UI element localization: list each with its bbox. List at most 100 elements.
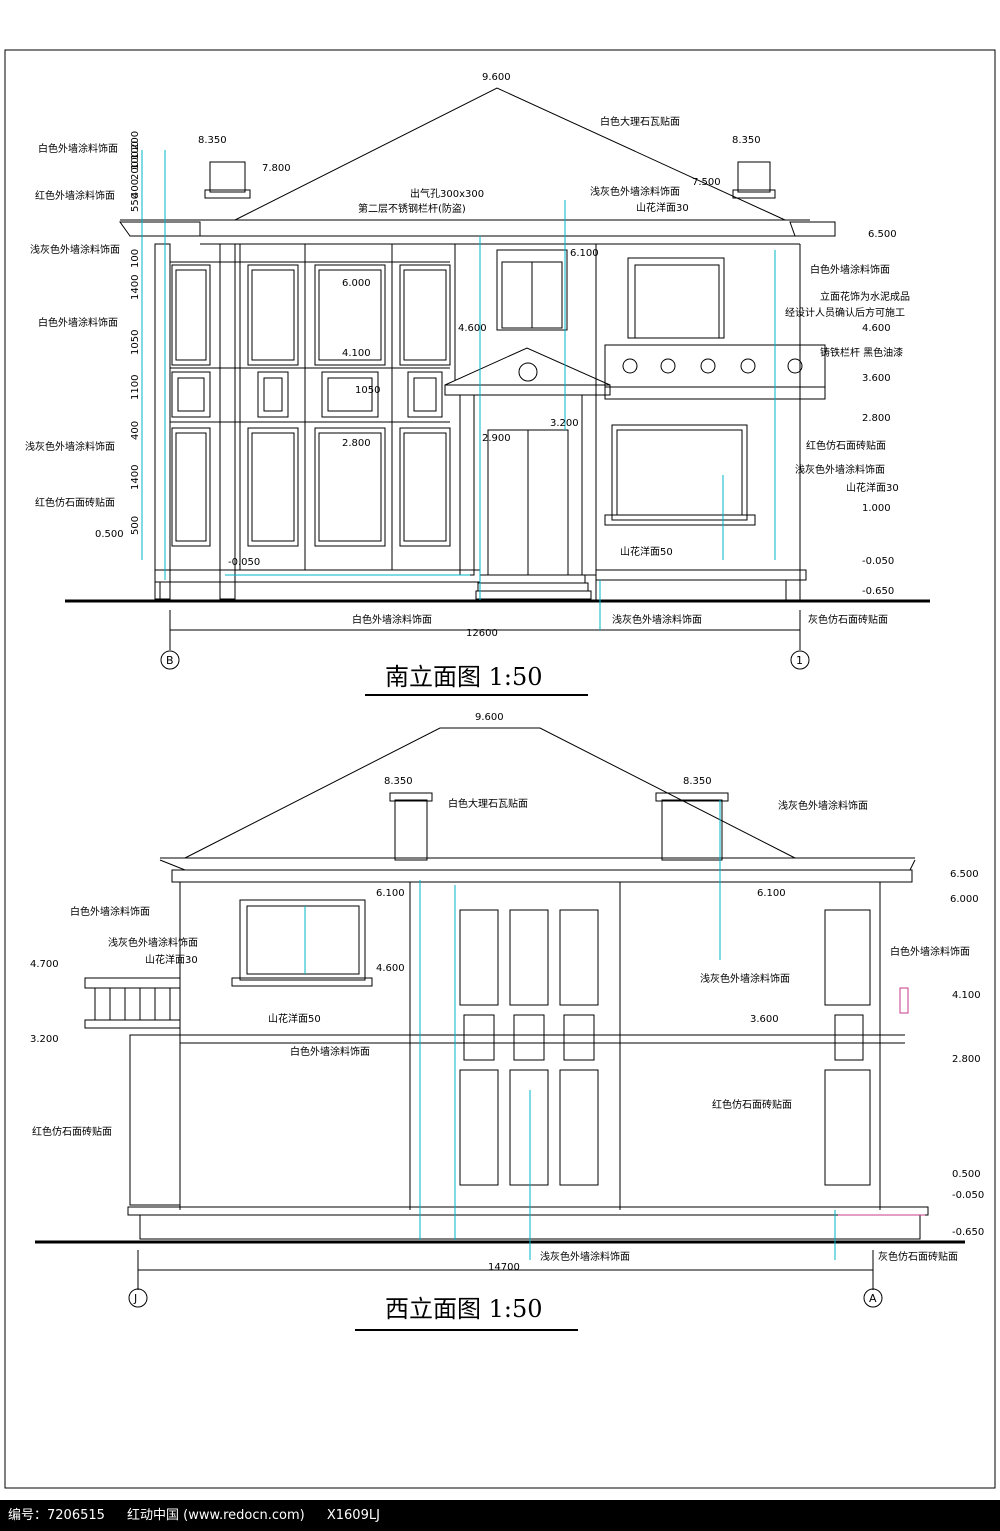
west-labels: 白色大理石瓦贴面 浅灰色外墙涂料饰面 白色外墙涂料饰面 浅灰色外墙涂料饰面 山花… (32, 797, 970, 1263)
level: 2.900 (482, 433, 511, 444)
west-elevation-title: 西立面图 1:50 (385, 1295, 543, 1323)
west-elevation (35, 727, 965, 1331)
footer-id: 编号：7206515 (8, 1508, 105, 1523)
level: -0.650 (862, 586, 894, 597)
west-dimension-lines (304, 800, 836, 1260)
level: 4.600 (862, 323, 891, 334)
level: 1.000 (862, 503, 891, 514)
label: 山花洋面50 (620, 545, 673, 558)
level: 4.600 (458, 323, 487, 334)
drawing-sheet: 白色外墙涂料饰面 红色外墙涂料饰面 浅灰色外墙涂料饰面 白色外墙涂料饰面 浅灰色… (4, 49, 996, 1489)
level: 6.100 (376, 888, 405, 899)
ridge-level: 9.600 (482, 72, 511, 83)
label: 出气孔300x300 (410, 187, 484, 200)
south-right-labels: 白色大理石瓦贴面 浅灰色外墙涂料饰面 山花洋面30 白色外墙涂料饰面 立面花饰为… (590, 115, 910, 494)
label: 白色大理石瓦贴面 (600, 115, 680, 128)
label: 红色仿石面砖贴面 (32, 1125, 112, 1138)
level: 0.500 (95, 529, 124, 540)
footer-code: X1609LJ (326, 1508, 380, 1523)
level: 3.600 (862, 373, 891, 384)
level: 3.600 (750, 1014, 779, 1025)
level: 4.100 (342, 348, 371, 359)
west-levels: 9.600 8.350 8.350 6.500 6.000 4.100 2.80… (30, 712, 984, 1323)
west-accent (838, 987, 925, 1216)
axis-label: A (869, 1292, 877, 1305)
level: 3.200 (550, 418, 579, 429)
vertical-dimension: 200 (130, 161, 141, 180)
level: 2.800 (862, 413, 891, 424)
level: 2.800 (952, 1054, 981, 1065)
label: 白色外墙涂料饰面 (38, 142, 118, 155)
axis-label: B (166, 654, 174, 667)
south-elevation-title: 南立面图 1:50 (385, 663, 543, 691)
total-dimension: 12600 (466, 628, 498, 639)
level: 4.600 (376, 963, 405, 974)
level: 4.100 (952, 990, 981, 1001)
level: -0.050 (952, 1190, 984, 1201)
level: 6.100 (570, 248, 599, 259)
south-mid-labels: 出气孔300x300 第二层不锈钢栏杆(防盗) 6.000 4.100 2.80… (95, 187, 673, 568)
vertical-dimension: 1100 (130, 375, 141, 400)
footer-bar: 编号：7206515 红动中国 (www.redocn.com) X1609LJ (0, 1500, 1000, 1531)
vertical-dimension: 400 (130, 179, 141, 198)
vertical-dimension: 100 (130, 141, 141, 160)
label: 山花洋面30 (846, 481, 899, 494)
level: 0.500 (952, 1169, 981, 1180)
level: 2.800 (342, 438, 371, 449)
vertical-dimension: 100 (130, 151, 141, 170)
label: 白色外墙涂料饰面 (352, 613, 432, 626)
label: 浅灰色外墙涂料饰面 (25, 440, 115, 453)
label: 山花洋面30 (145, 953, 198, 966)
south-elevation (65, 87, 930, 696)
label: 浅灰色外墙涂料饰面 (590, 185, 680, 198)
vertical-dimension: 1050 (130, 330, 141, 355)
label: 铸铁栏杆 黑色油漆 (820, 346, 903, 359)
label: 浅灰色外墙涂料饰面 (612, 613, 702, 626)
label: 第二层不锈钢栏杆(防盗) (358, 202, 466, 215)
chimney-level: 8.350 (384, 776, 413, 787)
label: 白色大理石瓦贴面 (448, 797, 528, 810)
label: 浅灰色外墙涂料饰面 (30, 243, 120, 256)
south-dimension-lines (141, 150, 776, 630)
chimney-level: 8.350 (683, 776, 712, 787)
label: 红色仿石面砖贴面 (806, 439, 886, 452)
label: 白色外墙涂料饰面 (290, 1045, 370, 1058)
label: 浅灰色外墙涂料饰面 (108, 936, 198, 949)
label: 浅灰色外墙涂料饰面 (795, 463, 885, 476)
level: 6.000 (950, 894, 979, 905)
label: 白色外墙涂料饰面 (70, 905, 150, 918)
label: 灰色仿石面砖贴面 (808, 613, 888, 626)
label: 红色仿石面砖贴面 (35, 496, 115, 509)
level: -0.050 (228, 557, 260, 568)
level: 6.100 (757, 888, 786, 899)
level: 6.500 (950, 869, 979, 880)
label: 白色外墙涂料饰面 (890, 945, 970, 958)
vertical-dimension: 1400 (130, 275, 141, 300)
label: 红色外墙涂料饰面 (35, 189, 115, 202)
label: 浅灰色外墙涂料饰面 (700, 972, 790, 985)
label: 红色仿石面砖贴面 (712, 1098, 792, 1111)
vertical-dimension: 550 (130, 193, 141, 212)
level: -0.650 (952, 1227, 984, 1238)
total-dimension: 14700 (488, 1262, 520, 1273)
eave-level: 7.500 (692, 177, 721, 188)
label: 灰色仿石面砖贴面 (878, 1250, 958, 1263)
eave-level: 7.800 (262, 163, 291, 174)
axis-label: 1 (796, 654, 803, 667)
chimney-level: 8.350 (732, 135, 761, 146)
label: 经设计人员确认后方可施工 (785, 306, 905, 319)
dimension: 1050 (355, 385, 380, 396)
level: 6.000 (342, 278, 371, 289)
south-left-labels: 白色外墙涂料饰面 红色外墙涂料饰面 浅灰色外墙涂料饰面 白色外墙涂料饰面 浅灰色… (25, 142, 120, 509)
label: 浅灰色外墙涂料饰面 (540, 1250, 630, 1263)
vertical-dimension: 100 (130, 249, 141, 268)
label: 立面花饰为水泥成品 (820, 290, 910, 303)
level: -0.050 (862, 556, 894, 567)
label: 山花洋面50 (268, 1012, 321, 1025)
label: 山花洋面30 (636, 201, 689, 214)
ridge-level: 9.600 (475, 712, 504, 723)
label: 白色外墙涂料饰面 (810, 263, 890, 276)
vertical-dimension: 1400 (130, 465, 141, 490)
vertical-dimension: 400 (130, 421, 141, 440)
footer-site: 红动中国 (www.redocn.com) (127, 1508, 305, 1523)
